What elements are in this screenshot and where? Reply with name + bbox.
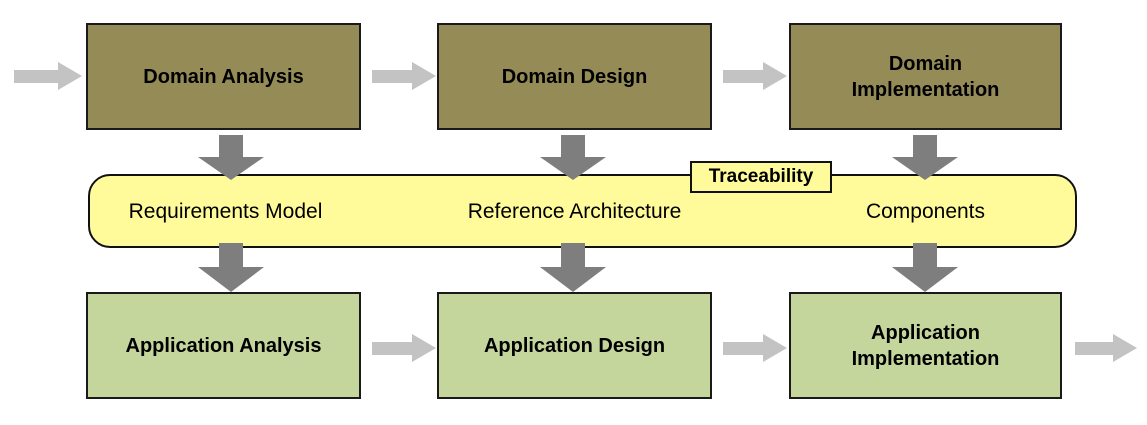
arrow-shaft (723, 70, 765, 83)
arrow-shaft (723, 342, 765, 355)
process-box-domain-implementation[interactable]: Domain Implementation (789, 23, 1062, 130)
arrow-shaft (913, 135, 937, 159)
arrow-shaft (372, 342, 414, 355)
derive-arrow-components-to-application-implementation (892, 243, 958, 292)
arrow-head (540, 267, 606, 292)
arrow-head (892, 267, 958, 292)
arrow-shaft (1075, 342, 1115, 355)
arrow-shaft (219, 243, 243, 269)
flow-arrow-domain-analysis-to-domain-design (372, 62, 436, 90)
derive-arrow-requirements-model-to-application-analysis (198, 243, 264, 292)
derive-arrow-domain-implementation-to-components (892, 135, 958, 180)
traceability-callout[interactable]: Traceability (690, 161, 832, 193)
derive-arrow-domain-design-to-reference-architecture (540, 135, 606, 180)
process-box-application-design[interactable]: Application Design (437, 292, 712, 399)
arrow-head (892, 157, 958, 180)
arrow-head (58, 62, 82, 90)
arrow-head (198, 267, 264, 292)
arrow-head (763, 62, 787, 90)
arrow-head (412, 62, 436, 90)
arrow-shaft (14, 70, 60, 83)
process-box-application-implementation[interactable]: Application Implementation (789, 292, 1062, 399)
arrow-shaft (561, 135, 585, 159)
arrow-shaft (913, 243, 937, 269)
arrow-head (1113, 334, 1137, 362)
artifact-label-reference-architecture: Reference Architecture (467, 200, 682, 223)
arrow-shaft (561, 243, 585, 269)
flow-arrow-application-analysis-to-application-design (372, 334, 436, 362)
process-box-domain-design[interactable]: Domain Design (437, 23, 712, 130)
arrow-shaft (219, 135, 243, 159)
process-box-domain-analysis[interactable]: Domain Analysis (86, 23, 361, 130)
artifact-label-components: Components (865, 200, 986, 223)
arrow-head (540, 157, 606, 180)
process-box-application-analysis[interactable]: Application Analysis (86, 292, 361, 399)
flow-arrow-domain-design-to-domain-implementation (723, 62, 787, 90)
flow-arrow-input-domain (14, 62, 82, 90)
arrow-head (412, 334, 436, 362)
arrow-shaft (372, 70, 414, 83)
arrow-head (763, 334, 787, 362)
derive-arrow-domain-analysis-to-requirements-model (198, 135, 264, 180)
arrow-head (198, 157, 264, 180)
derive-arrow-reference-architecture-to-application-design (540, 243, 606, 292)
artifact-label-requirements-model: Requirements Model (128, 200, 323, 223)
flow-arrow-output-application (1075, 334, 1137, 362)
flow-arrow-application-design-to-application-implementation (723, 334, 787, 362)
